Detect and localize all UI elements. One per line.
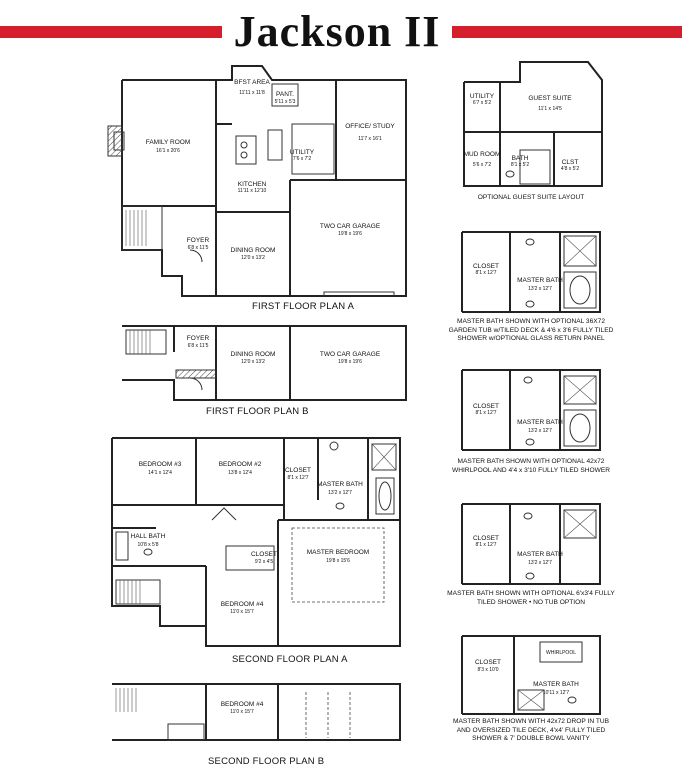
room-dim: 9'2 x 4'5 (255, 559, 274, 565)
room-dim: 13'2 x 12'7 (528, 428, 552, 434)
room-label: FAMILY ROOM (146, 139, 191, 146)
room-dim: 8'1 x 12'7 (475, 542, 496, 548)
room-dim: 16'1 x 20'6 (156, 148, 180, 154)
caption-bath-option-2: MASTER BATH SHOWN WITH OPTIONAL 42x72 WH… (451, 458, 610, 474)
room-label: FOYER (187, 335, 210, 342)
master-bath-option-1: CLOSET 8'1 x 12'7 MASTER BATH 13'2 x 12'… (461, 231, 601, 313)
room-dim: 8'1 x 12'7 (475, 270, 496, 276)
title-accent-bar-right (452, 26, 682, 38)
room-dim: 13'2 x 12'7 (528, 560, 552, 566)
room-dim: 13'2 x 12'7 (528, 286, 552, 292)
caption-first-floor-a: FIRST FLOOR PLAN A (252, 301, 355, 312)
second-floor-plan-b: BEDROOM #4 11'0 x 15'7 (112, 683, 401, 741)
room-label: MASTER BATH (517, 277, 563, 284)
room-dim: 11'0 x 15'7 (230, 709, 254, 715)
room-dim: 11'0 x 15'7 (230, 609, 254, 615)
room-label: BEDROOM #4 (221, 701, 264, 708)
room-label: UTILITY (290, 149, 315, 156)
caption-bath-option-4: MASTER BATH SHOWN WITH 42x72 DROP IN TUB… (452, 718, 610, 742)
master-bath-option-4: WHIRLPOOL CLOSET 8'3 x 10'0 MASTER BATH … (461, 635, 601, 715)
room-label: MASTER BEDROOM (307, 549, 369, 556)
room-dim: 8'3 x 10'0 (477, 667, 498, 673)
room-dim: 11'7 x 16'1 (358, 136, 382, 142)
master-bath-option-3: CLOSET 8'1 x 12'7 MASTER BATH 13'2 x 12'… (461, 503, 601, 585)
room-dim: 5'11 x 5'3 (275, 99, 296, 105)
room-dim: 4'8 x 5'2 (561, 166, 580, 172)
room-label: MUD ROOM (464, 151, 501, 158)
room-dim: 8'1 x 12'7 (475, 410, 496, 416)
title-banner: Jackson II (0, 0, 682, 58)
room-label: TWO CAR GARAGE (320, 223, 381, 230)
room-label: TWO CAR GARAGE (320, 351, 381, 358)
room-dim: 19'8 x 19'6 (338, 231, 362, 237)
room-dim: 8'1 x 5'2 (511, 162, 530, 168)
caption-first-floor-b: FIRST FLOOR PLAN B (206, 406, 309, 417)
room-label: OFFICE/ STUDY (345, 123, 395, 130)
second-floor-plan-a: BEDROOM #3 14'1 x 12'4 BEDROOM #2 13'8 x… (111, 437, 401, 647)
caption-bath-option-3: MASTER BATH SHOWN WITH OPTIONAL 6'x3'4 F… (447, 590, 615, 606)
caption-guest-suite: OPTIONAL GUEST SUITE LAYOUT (477, 194, 585, 201)
room-label: PANT. (276, 91, 294, 98)
guest-suite-layout: UTILITY 6'7 x 5'2 GUEST SUITE 11'1 x 14'… (463, 61, 603, 187)
room-dim: 11'11 x 11'8 (239, 90, 265, 96)
fixture-label: WHIRLPOOL (546, 650, 576, 656)
room-label: UTILITY (470, 93, 495, 100)
room-dim: 8'1 x 12'7 (287, 475, 308, 481)
room-dim: 11'11 x 12'10 (238, 188, 267, 194)
room-label: CLST (562, 159, 579, 166)
room-label: BEDROOM #3 (139, 461, 182, 468)
caption-second-floor-b: SECOND FLOOR PLAN B (208, 756, 325, 767)
room-label: FOYER (187, 237, 210, 244)
room-label: KITCHEN (238, 181, 267, 188)
room-dim: 6'8 x 11'5 (188, 245, 209, 251)
room-label: BEDROOM #2 (219, 461, 262, 468)
room-label: CLOSET (473, 535, 499, 542)
room-label: CLOSET (473, 263, 499, 270)
room-dim: 11'1 x 14'5 (538, 106, 562, 112)
room-label: MASTER BATH (517, 419, 563, 426)
room-dim: 7'6 x 7'2 (293, 156, 312, 162)
first-floor-plan-a: BFST AREA 11'11 x 11'8 FAMILY ROOM 16'1 … (107, 65, 407, 297)
caption-second-floor-a: SECOND FLOOR PLAN A (232, 654, 348, 665)
caption-bath-option-1: MASTER BATH SHOWN WITH OPTIONAL 36X72 GA… (448, 318, 614, 342)
room-label: CLOSET (473, 403, 499, 410)
title-accent-bar-left (0, 26, 222, 38)
room-label: CLOSET (251, 551, 277, 558)
room-dim: 10'8 x 5'8 (137, 542, 158, 548)
room-label: MASTER BATH (517, 551, 563, 558)
room-dim: 10'11 x 12'7 (543, 690, 570, 696)
room-dim: 19'8 x 15'6 (326, 558, 350, 564)
room-label: DINING ROOM (231, 351, 276, 358)
room-label: GUEST SUITE (528, 95, 572, 102)
room-dim: 6'7 x 5'2 (473, 100, 492, 106)
room-dim: 12'0 x 13'2 (241, 255, 265, 261)
room-dim: 13'8 x 12'4 (228, 470, 252, 476)
room-label: MASTER BATH (533, 681, 579, 688)
room-label: HALL BATH (131, 533, 166, 540)
room-label: DINING ROOM (231, 247, 276, 254)
room-label: BATH (512, 155, 529, 162)
page-title: Jackson II (233, 7, 441, 56)
room-label: CLOSET (475, 659, 501, 666)
room-dim: 5'6 x 7'2 (473, 162, 492, 168)
room-label: MASTER BATH (317, 481, 363, 488)
room-label: CLOSET (285, 467, 311, 474)
first-floor-plan-b: FOYER 6'8 x 11'5 DINING ROOM 12'0 x 13'2… (122, 325, 407, 401)
room-dim: 13'2 x 12'7 (328, 490, 352, 496)
room-dim: 6'8 x 11'5 (188, 343, 209, 349)
room-dim: 12'0 x 13'2 (241, 359, 265, 365)
room-dim: 19'8 x 19'6 (338, 359, 362, 365)
room-label: BFST AREA (234, 79, 270, 86)
room-dim: 14'1 x 12'4 (148, 470, 172, 476)
room-label: BEDROOM #4 (221, 601, 264, 608)
master-bath-option-2: CLOSET 8'1 x 12'7 MASTER BATH 13'2 x 12'… (461, 369, 601, 451)
